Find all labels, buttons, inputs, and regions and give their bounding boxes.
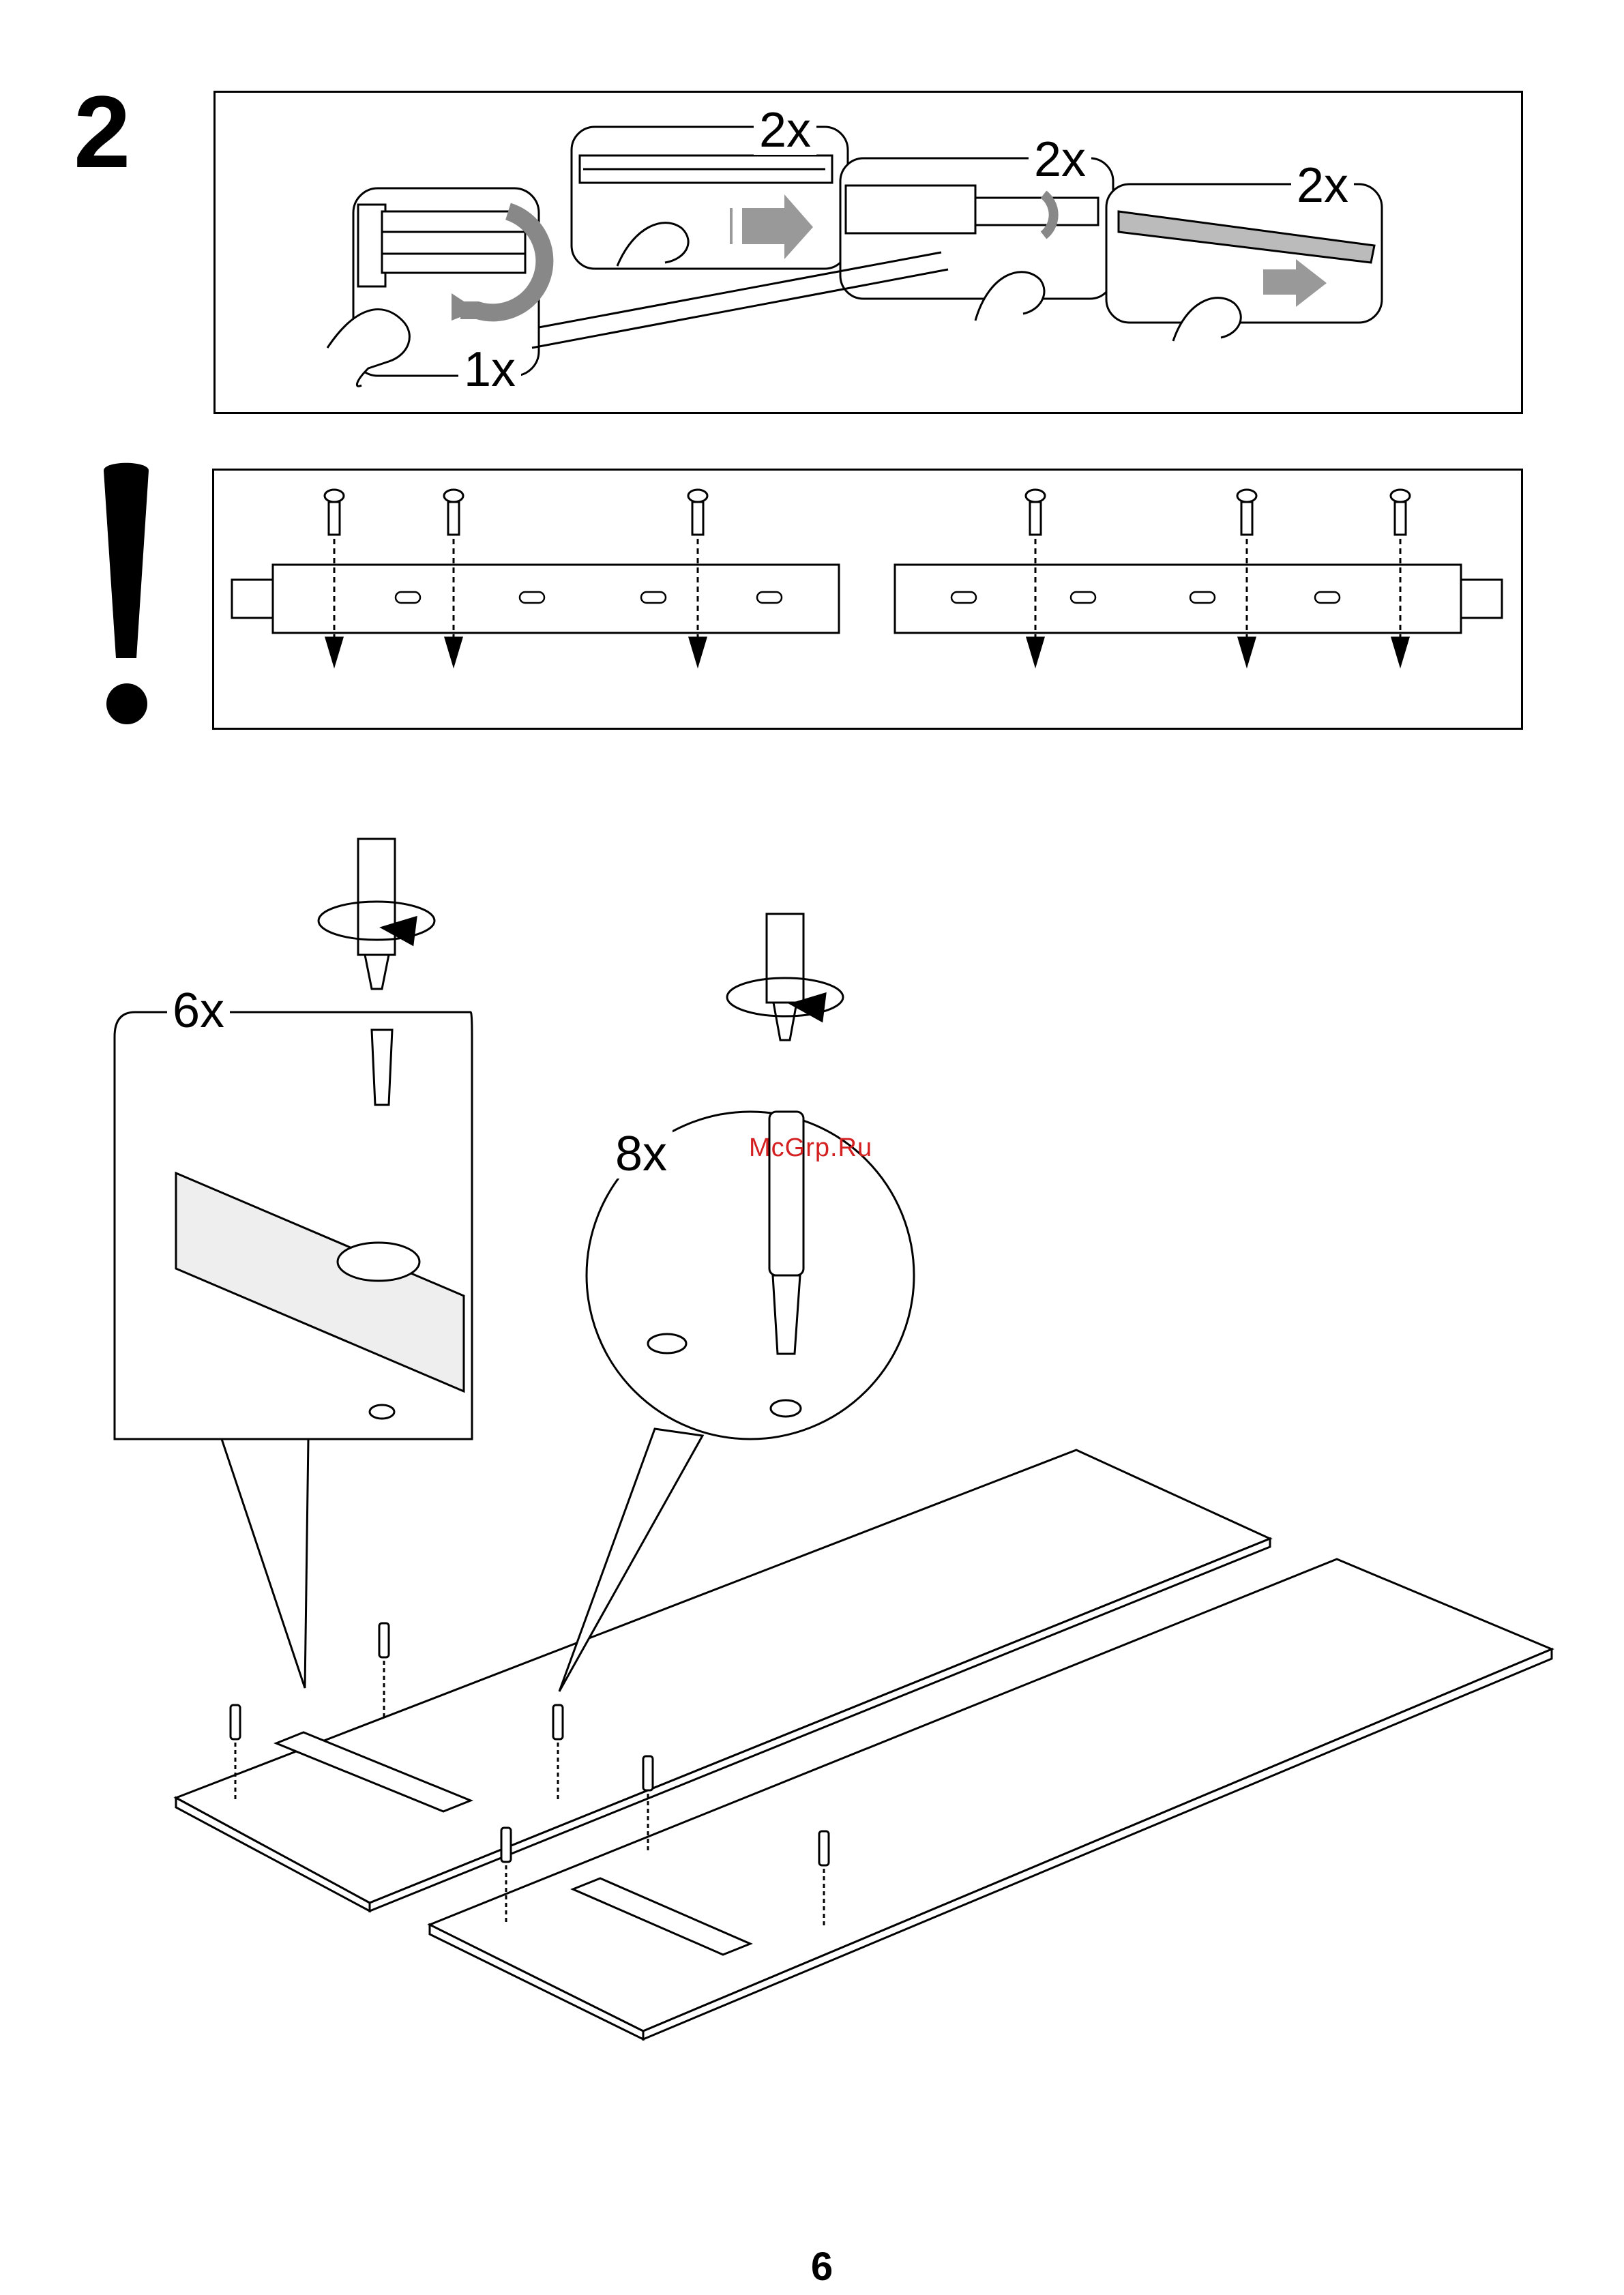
watermark: McGrp.Ru — [749, 1134, 872, 1163]
screw-icon — [372, 1030, 392, 1105]
screwdriver-icon — [767, 914, 803, 1003]
quantity-label: 8x — [610, 1129, 673, 1179]
dowel-icon — [501, 1828, 511, 1862]
dowel-icon — [231, 1705, 240, 1739]
screwdriver-icon — [358, 839, 395, 955]
dowel-icon — [819, 1831, 829, 1865]
dowel-icon — [643, 1756, 653, 1790]
dowel-icon — [553, 1705, 563, 1739]
dowel-icon — [379, 1623, 389, 1657]
quantity-label: 6x — [167, 986, 230, 1035]
